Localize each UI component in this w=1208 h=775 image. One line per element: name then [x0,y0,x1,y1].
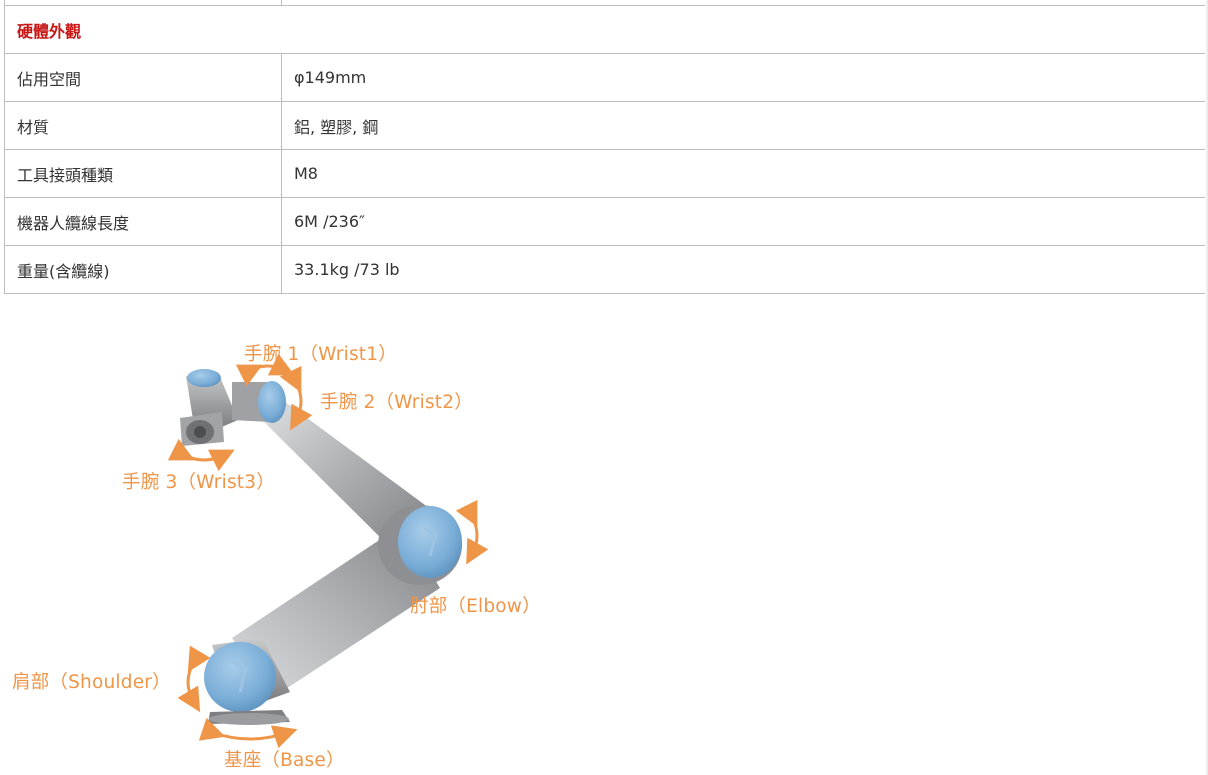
table-row: 佔用空間 φ149mm [4,53,1206,102]
row-label: 機器人纜線長度 [4,197,282,246]
spec-table: 硬體外觀 佔用空間 φ149mm 材質 鋁, 塑膠, 鋼 工具接頭種類 M8 機… [4,0,1206,294]
table-row: 工具接頭種類 M8 [4,149,1206,198]
elbow-label: 肘部（Elbow） [410,596,541,617]
row-label: 佔用空間 [4,53,282,102]
elbow-rotation-arrow [455,499,489,565]
table-row: 材質 鋁, 塑膠, 鋼 [4,101,1206,150]
section-title: 硬體外觀 [17,21,82,41]
elbow-cap [398,506,462,578]
row-label: 重量(含纜線) [4,245,282,294]
wrist2-label: 手腕 2（Wrist2） [320,392,473,413]
row-label: 材質 [4,101,282,150]
page-edge-shadow [1205,0,1208,775]
logo-icon [423,526,438,557]
wrist2-cap [258,381,286,423]
robot-arm-diagram: 手腕 1（Wrist1） 手腕 2（Wrist2） 手腕 3（Wrist3） 肘… [0,320,600,775]
base-label: 基座（Base） [224,750,345,771]
table-row: 重量(含纜線) 33.1kg /73 lb [4,245,1206,294]
shoulder-rotation-arrow [177,645,211,713]
shoulder-cap [204,642,276,712]
row-value: φ149mm [281,53,1206,102]
row-value: 鋁, 塑膠, 鋼 [281,101,1206,150]
wrist3-rotation-arrow [167,438,235,472]
upper-arm-link [250,398,425,552]
row-value: 33.1kg /73 lb [281,245,1206,294]
base-rotation-arrow [198,717,298,749]
logo-icon [231,660,248,693]
section-header-row: 硬體外觀 [4,5,1206,54]
wrist1-rotation-arrow [235,353,295,387]
table-row: 機器人纜線長度 6M /236″ [4,197,1206,246]
shoulder-label: 肩部（Shoulder） [12,672,171,693]
wrist1-label: 手腕 1（Wrist1） [244,344,397,365]
row-value: M8 [281,149,1206,198]
row-label: 工具接頭種類 [4,149,282,198]
wrist3-label: 手腕 3（Wrist3） [122,472,275,493]
section-header-cell: 硬體外觀 [4,5,1206,54]
base-plate [209,713,289,725]
robot-arm-illustration [167,353,489,749]
wrist1-cap [187,369,221,387]
wrist2-rotation-arrow [279,365,313,431]
row-value: 6M /236″ [281,197,1206,246]
tool-bore [194,426,206,438]
